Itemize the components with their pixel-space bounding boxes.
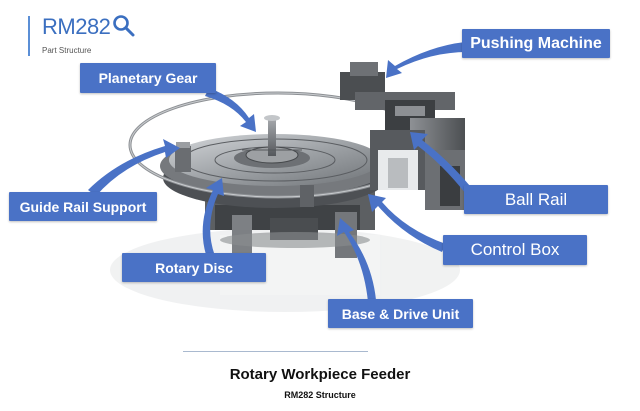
figure-subtitle: RM282 Structure [284, 390, 356, 400]
label-base-drive-unit: Base & Drive Unit [328, 299, 473, 328]
brand-accent-bar [28, 16, 30, 56]
brand-title: RM282 [42, 14, 111, 39]
arrow-guide-rail-support [88, 139, 180, 196]
search-icon[interactable] [112, 14, 136, 38]
planetary-gear [242, 115, 302, 164]
arrow-planetary-gear [205, 88, 256, 132]
arrow-base-drive [337, 218, 376, 302]
arrow-ball-rail [410, 132, 470, 194]
label-rotary-disc: Rotary Disc [122, 253, 266, 282]
arrow-pushing-machine [386, 42, 467, 78]
label-ball-rail: Ball Rail [464, 185, 608, 214]
label-pushing-machine: Pushing Machine [462, 29, 610, 58]
label-planetary-gear: Planetary Gear [80, 63, 216, 93]
figure-title: Rotary Workpiece Feeder [229, 366, 411, 383]
label-control-box: Control Box [443, 235, 587, 265]
label-guide-rail-support: Guide Rail Support [9, 192, 157, 221]
arrow-rotary-disc [202, 178, 224, 258]
brand-subtitle: Part Structure [42, 46, 92, 55]
arrow-control-box [368, 194, 446, 252]
caption-divider [183, 351, 368, 352]
callout-arrows [88, 42, 470, 302]
